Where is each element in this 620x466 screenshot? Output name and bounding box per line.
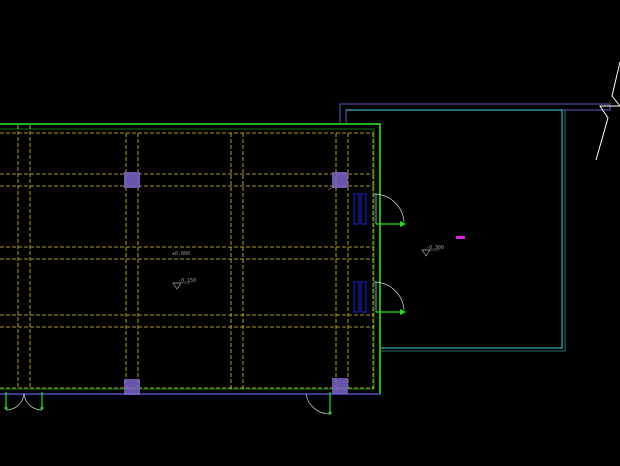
axis-grid: [0, 125, 374, 389]
door-leaf: [360, 281, 367, 313]
door-leaf: [353, 193, 360, 225]
column-square[interactable]: [124, 172, 140, 188]
level-annex-text: -0.300: [426, 245, 444, 251]
level-floor-text: -0.150: [178, 278, 196, 284]
door-upper[interactable]: [353, 193, 406, 227]
break-line: [595, 61, 620, 161]
column-square[interactable]: [124, 379, 140, 395]
level-marker-main[interactable]: ±0.000: [172, 251, 190, 257]
door-leaf: [360, 193, 367, 225]
door-swing-arc: [305, 393, 331, 415]
annotation-leader: [327, 185, 337, 191]
level-mark-text: ±0.000: [172, 251, 190, 257]
break-line-symbol: [595, 61, 620, 161]
door-arrow-dot: [40, 406, 44, 410]
annex-outer-right-wall: [380, 110, 566, 352]
highlight-marker[interactable]: [456, 236, 465, 239]
columns: [124, 172, 348, 395]
door-arrow-head: [400, 309, 406, 315]
door-bottom-right[interactable]: [305, 392, 332, 415]
annex-outer-wall: [339, 103, 611, 124]
door-swing-arc: [373, 193, 405, 223]
door-swing-arc: [373, 281, 405, 311]
annex-room: [339, 103, 611, 352]
door-swing-arc: [23, 393, 43, 411]
column-square[interactable]: [332, 172, 348, 188]
door-arrow-dot: [4, 406, 8, 410]
door-lower[interactable]: [353, 281, 406, 315]
annex-inner-wall: [346, 109, 563, 349]
door-bottom-left[interactable]: [4, 392, 44, 411]
door-arrow-dot: [328, 411, 332, 415]
level-marker-annex[interactable]: -0.300: [421, 245, 444, 257]
column-square[interactable]: [332, 378, 348, 394]
door-arrow-head: [400, 221, 406, 227]
door-swing-arc: [5, 393, 25, 411]
level-marker-floor[interactable]: -0.150: [172, 278, 196, 290]
door-leaf: [353, 281, 360, 313]
